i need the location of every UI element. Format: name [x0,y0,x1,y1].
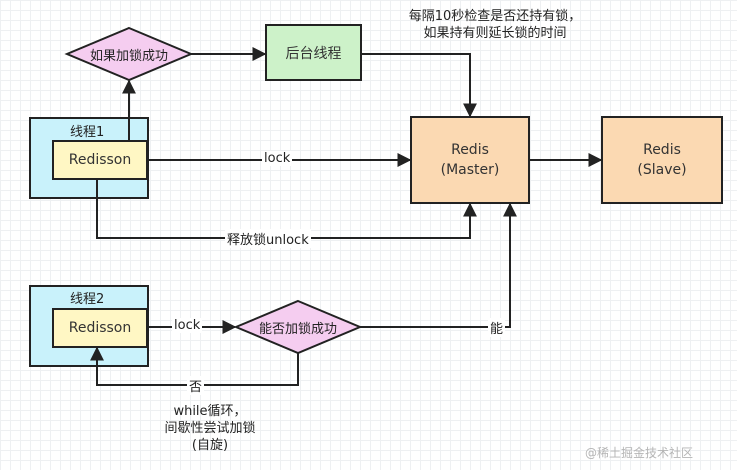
thread2-lock-label: lock [172,318,203,333]
thread1-lock-label: lock [262,151,293,166]
watermark: @稀土掘金技术社区 [585,446,694,460]
redis-slave-box: Redis (Slave) [601,116,723,204]
can-lock-no-label: 否 [187,376,205,395]
watchdog-note: 每隔10秒检查是否还持有锁， 如果持有则延长锁的时间 [380,8,610,42]
redis-master-name: Redis [451,142,489,158]
retry-note-line3: (自旋) [191,438,229,453]
thread2-label: 线程2 [70,292,105,307]
retry-note-line2: 间歇性尝试加锁 [164,421,256,436]
thread2-redisson-box: Redisson [52,308,148,348]
can-lock-decision-text: 能否加锁成功 [258,322,337,337]
thread1-unlock-label: 释放锁unlock [225,229,311,248]
redis-slave-name: Redis [643,142,681,158]
thread1-redisson-box: Redisson [52,140,148,180]
redis-slave-role: (Slave) [637,162,687,178]
redis-master-box: Redis (Master) [410,116,530,204]
background-thread-box: 后台线程 [265,24,362,81]
thread1-label: 线程1 [70,125,105,140]
edge-background-to-master [362,53,477,118]
retry-note-line1: while循环， [173,404,247,419]
retry-note: while循环， 间歇性尝试加锁 (自旋) [150,403,270,454]
watchdog-note-line2: 如果持有则延长锁的时间 [423,26,567,41]
redis-master-role: (Master) [440,162,500,178]
can-lock-yes-label: 能 [488,318,506,337]
watchdog-note-line1: 每隔10秒检查是否还持有锁， [408,9,582,24]
edge-can-lock-yes [360,202,517,328]
lock-success-decision-text: 如果加锁成功 [89,49,168,64]
